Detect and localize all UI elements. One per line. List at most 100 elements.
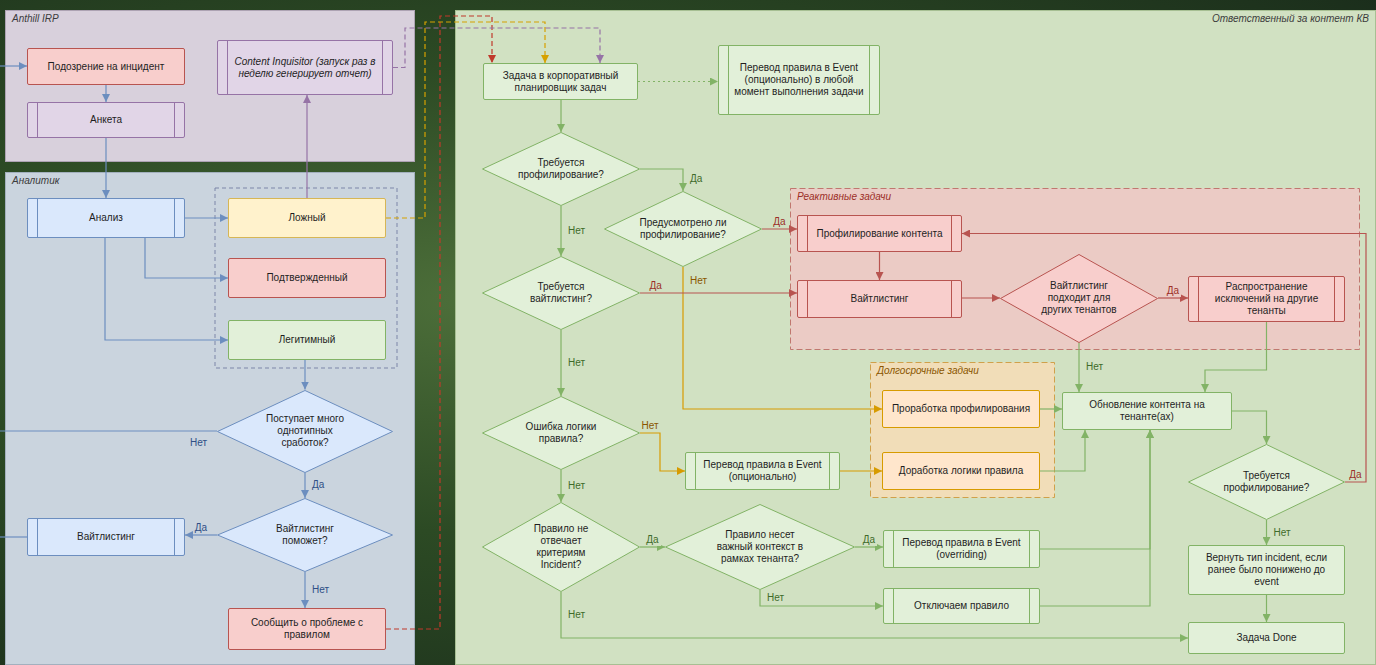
edge-label: Нет: [688, 275, 709, 287]
flow-connector: [560, 470, 561, 502]
edge-label: Да: [861, 534, 877, 546]
decision-diamond: Требуется профилирование?: [1188, 444, 1345, 520]
lane-title: Ответственный за контент КВ: [462, 13, 1369, 25]
group-ground: [791, 189, 1360, 350]
subprocess-box: Перевод правила в Event (overriding): [883, 530, 1040, 568]
subprocess-box: Вайтлистинг: [27, 518, 185, 556]
node-label: Профилирование контента: [816, 228, 942, 240]
flow-connector: [561, 592, 1188, 638]
flow-connector: [840, 470, 882, 471]
group-ground: [871, 363, 1055, 498]
flow-connector: [1158, 297, 1188, 298]
decision-diamond: Требуется профилирование?: [482, 132, 640, 206]
subprocess-box: Content Inquisitor (запуск раз в неделю …: [217, 40, 393, 95]
flow-connector: [393, 28, 600, 68]
node-label: Обновление контента на тенанте(ах): [1069, 399, 1225, 423]
diamond-shape: [483, 133, 640, 206]
edge-label: Нет: [566, 609, 587, 621]
diamond-shape: [1001, 254, 1158, 342]
flow-connector: [962, 297, 1000, 298]
swimlane: Ответственный за контент КВ Задача в корп…: [455, 10, 1376, 665]
decision-diamond: Вайтлистинг поможет?: [217, 498, 393, 572]
subprocess-box: Отключаем правило: [883, 588, 1040, 624]
flow-connector: [185, 534, 217, 535]
node-label: Отключаем правило: [914, 600, 1009, 612]
decision-diamond: Правило несет важный контекст в рамках т…: [665, 504, 855, 590]
lane-title: Anthill IRP: [12, 13, 408, 25]
subprocess-box: Вайтлистинг: [797, 280, 962, 318]
node-label: Задача в корпоративный планировщик задач: [490, 70, 631, 94]
flow-connector: [105, 85, 106, 102]
lane-ground: [456, 11, 1376, 665]
outgoing-line: [0, 430, 217, 431]
node-label: Ошибка логики правила?: [517, 421, 605, 445]
node-label: Перевод правила в Event (overriding): [899, 537, 1024, 561]
node-label: Проработка профилирования: [892, 403, 1030, 415]
node-label: Требуется вайтлистинг?: [517, 281, 605, 305]
process-box: Вернуть тип incident, если ранее было по…: [1188, 545, 1345, 595]
node-label: Вайтлистинг: [77, 531, 135, 543]
edge-label: Нет: [310, 584, 331, 596]
node-label: Подозрение на инцидент: [48, 61, 165, 73]
node-label: Content Inquisitor (запуск раз в неделю …: [233, 56, 377, 80]
lane-title: Аналитик: [12, 175, 408, 187]
node-label: Ложный: [289, 212, 326, 224]
node-label: Требуется профилирование?: [517, 157, 605, 181]
decision-diamond: Ошибка логики правила?: [482, 396, 640, 470]
flow-connector: [386, 22, 545, 218]
task-group: Долгосрочные задачиПроработка профилиров…: [870, 362, 1055, 498]
flow-connector: [1266, 595, 1267, 622]
lane-ground: [6, 11, 415, 162]
edge-label: Нет: [765, 592, 786, 604]
process-box: Легитимный: [228, 320, 386, 360]
flow-connector: [560, 206, 561, 256]
process-box: Доработка логики правила: [882, 452, 1040, 490]
flow-connector: [855, 546, 883, 547]
node-label: Задача Done: [1236, 632, 1296, 644]
edge-label: Нет: [566, 357, 587, 369]
decision-diamond: Поступает много однотипных сработок?: [217, 390, 393, 473]
edge-label: Да: [310, 479, 326, 491]
decision-diamond: Предусмотрено ли профилирование?: [604, 191, 762, 267]
flow-connector: [105, 138, 106, 198]
subprocess-box: Перевод правила в Event (опционально) в …: [718, 45, 880, 115]
edge-label: Да: [1347, 469, 1363, 481]
node-label: Вайтлистинг: [851, 293, 909, 305]
flow-connector: [560, 330, 561, 396]
edge-label: Да: [771, 216, 787, 228]
node-label: Анкета: [90, 114, 122, 126]
process-box: Ложный: [228, 198, 386, 238]
flow-connector: [1266, 520, 1267, 545]
lane-title: Реактивные задачи: [797, 191, 1353, 203]
subprocess-box: Анализ: [27, 198, 185, 238]
lane-ground: [6, 173, 415, 665]
flow-connector: [1078, 343, 1079, 393]
edge-label: Нет: [1084, 361, 1105, 373]
node-label: Перевод правила в Event (опционально) в …: [734, 62, 864, 98]
swimlane: АналитикАнализЛожныйПодтвержденныйЛегити…: [5, 172, 415, 665]
node-label: Распространение исключений на другие тен…: [1204, 281, 1329, 317]
diamond-shape: [218, 390, 393, 472]
task-group: Реактивные задачиПрофилирование контента…: [790, 188, 1360, 350]
node-label: Перевод правила в Event (опционально): [701, 459, 824, 483]
diamond-shape: [483, 257, 640, 330]
flow-connector: [1040, 430, 1085, 471]
flow-connector: [304, 360, 305, 390]
flow-connector: [306, 95, 307, 198]
subprocess-box: Профилирование контента: [797, 215, 962, 252]
edge-label: Нет: [639, 420, 660, 432]
flow-connector: [1040, 430, 1150, 606]
diamond-shape: [483, 397, 640, 470]
node-label: Поступает много однотипных сработок?: [256, 413, 354, 449]
node-label: Требуется профилирование?: [1223, 470, 1310, 494]
flow-connector: [105, 238, 228, 340]
flow-connector: [640, 292, 797, 293]
node-label: Анализ: [89, 212, 123, 224]
edge-label: Нет: [1272, 527, 1293, 539]
flow-connector: [762, 228, 797, 229]
branch-label: Нет: [188, 437, 209, 449]
flow-connector: [560, 100, 561, 132]
flow-connector: [1040, 430, 1150, 549]
